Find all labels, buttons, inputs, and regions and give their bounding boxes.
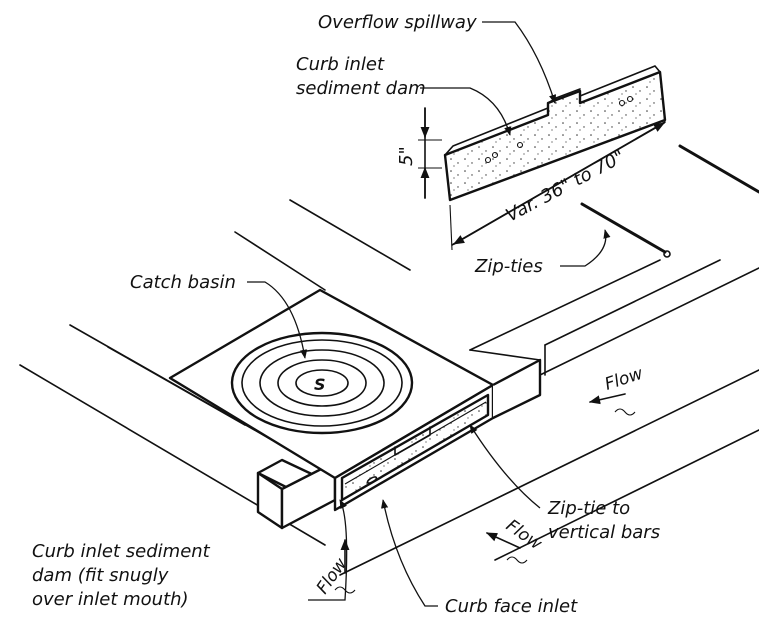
detail-dam-holes: [484, 95, 634, 164]
sediment-dam-detail: 5" Var. 36" to 70": [396, 65, 667, 251]
flow-squiggle-1: [614, 408, 636, 416]
label-flow-1: Flow: [602, 364, 645, 395]
catch-basin: S: [168, 288, 495, 480]
curb-back-line-2: [289, 199, 411, 271]
flow-arrow-2: [485, 532, 521, 549]
curb-top-right: [539, 267, 759, 376]
label-zip-tie-bars-1: Zip-tie to: [547, 498, 630, 519]
curb-segment-right: [469, 349, 542, 420]
curb-back-line-1: [234, 231, 326, 291]
labels: Overflow spillway Curb inlet sediment da…: [32, 12, 660, 617]
zip-ties-drawing: [580, 144, 759, 258]
label-fit-3: over inlet mouth): [32, 589, 189, 610]
zip-tie-2: [678, 144, 759, 194]
label-zip-tie-bars-2: vertical bars: [548, 522, 660, 543]
height-label: 5": [396, 146, 417, 166]
label-curb-face-inlet: Curb face inlet: [445, 596, 578, 617]
label-catch-basin: Catch basin: [130, 272, 236, 293]
leader-catch-basin: [247, 281, 308, 359]
sidewalk-line-2: [544, 259, 721, 346]
leader-lines: [247, 21, 611, 607]
leader-fit-snugly: [308, 499, 348, 601]
sidewalk-line-1: [469, 259, 661, 351]
flow-squiggle-2: [506, 556, 528, 564]
leader-overflow-spillway: [482, 21, 557, 104]
basin-grate: [230, 331, 414, 435]
curb-face-inlet: [333, 383, 495, 512]
label-zip-ties: Zip-ties: [474, 256, 543, 277]
label-fit-2: dam (fit snugly: [32, 565, 169, 586]
street-edge-line-3: [107, 346, 246, 426]
detail-dam-front: [443, 70, 667, 202]
flow-arrows: [334, 393, 636, 594]
gutter-line-2: [494, 429, 759, 561]
detail-dam-top-edge-right: [579, 65, 661, 97]
basin-mark: S: [314, 375, 326, 394]
gutter-line-1: [339, 369, 759, 576]
inlet-dam-top-edge: [344, 401, 487, 485]
label-overflow-spillway: Overflow spillway: [318, 12, 477, 33]
zip-tie-knot: [366, 476, 378, 484]
leader-curb-face-inlet: [381, 499, 438, 607]
inlet-sediment-dam: [340, 393, 490, 502]
label-fit-1: Curb inlet sediment: [32, 541, 211, 562]
label-curb-inlet-1: Curb inlet: [296, 54, 385, 75]
label-flow-2: Flow: [502, 516, 545, 555]
zip-tie-1-head: [663, 250, 671, 258]
leader-dam-detail: [420, 87, 512, 136]
zip-tie-1: [580, 202, 667, 254]
basin-slab: [168, 288, 495, 480]
flow-arrow-1: [588, 393, 626, 405]
label-curb-inlet-2: sediment dam: [296, 78, 426, 99]
leader-zip-tie-bars: [469, 424, 541, 509]
leader-zip-ties: [560, 229, 611, 267]
detail-dam-top-edge-left: [444, 107, 549, 156]
